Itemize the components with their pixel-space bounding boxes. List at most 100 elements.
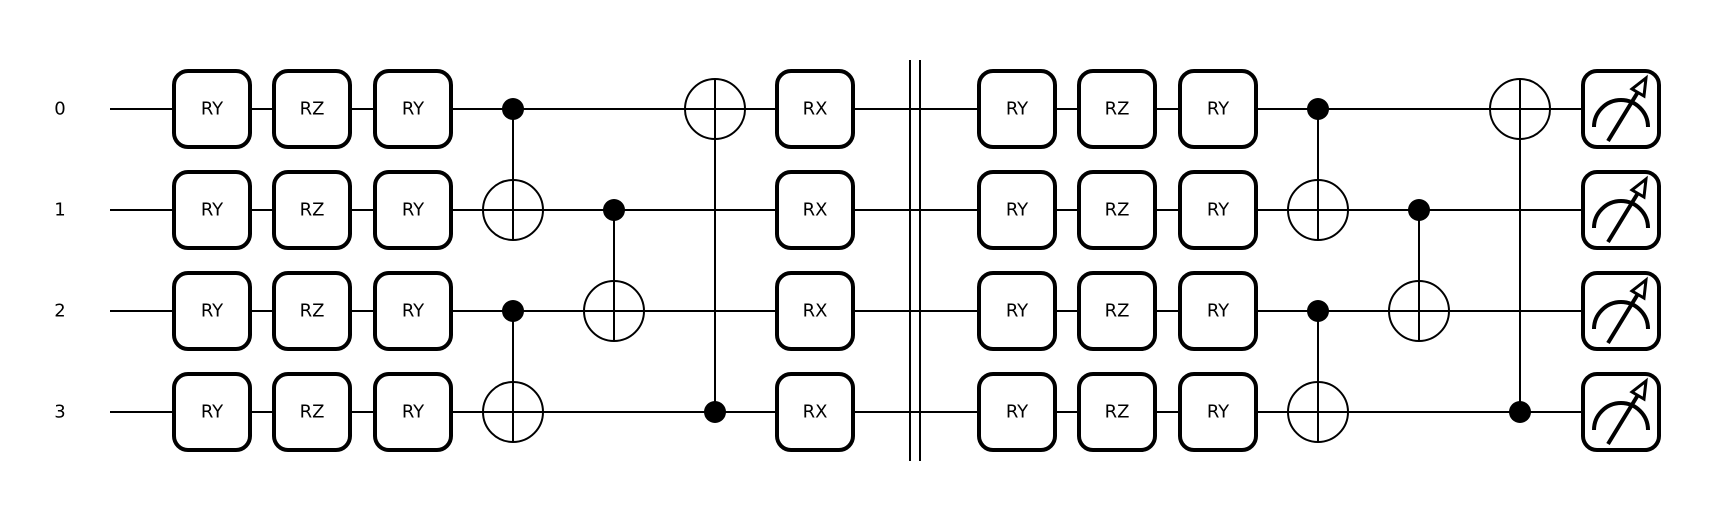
rotation-gate-rz: RZ [272, 69, 352, 149]
gate-label: RY [402, 200, 425, 221]
measure-box [1581, 170, 1661, 250]
rotation-gate-ry: RY [172, 271, 252, 351]
measurement-gate [1581, 372, 1661, 452]
gate-box [373, 69, 453, 149]
rotation-gate-rz: RZ [1077, 69, 1157, 149]
gate-label: RZ [300, 99, 325, 120]
measurement-gate [1581, 69, 1661, 149]
cnot-gate [684, 78, 746, 423]
qubit-label: 3 [54, 402, 65, 423]
gate-label: RZ [300, 301, 325, 322]
gate-box [1077, 69, 1157, 149]
gate-label: RY [1207, 99, 1230, 120]
gate-box [172, 372, 252, 452]
gate-box [1077, 170, 1157, 250]
rotation-gate-ry: RY [172, 372, 252, 452]
cnot-control-dot [502, 300, 524, 322]
gate-label: RY [1207, 200, 1230, 221]
measure-box [1581, 271, 1661, 351]
gate-label: RZ [300, 402, 325, 423]
cnot-control-dot [1408, 199, 1430, 221]
qubit-wires [110, 108, 1658, 413]
cnot-gate [1287, 98, 1349, 241]
gate-label: RX [803, 200, 828, 221]
gate-label: RY [201, 99, 224, 120]
gate-box [1178, 170, 1258, 250]
rotation-gate-rx: RX [775, 271, 855, 351]
gate-label: RZ [300, 200, 325, 221]
qubit-label: 1 [54, 200, 65, 221]
qubit-label: 0 [54, 99, 65, 120]
cnot-control-dot [1509, 401, 1531, 423]
meter-icon [1592, 199, 1650, 229]
qubit-labels: 0 1 2 3 [54, 99, 65, 423]
cnot-control-dot [704, 401, 726, 423]
gate-box [1077, 372, 1157, 452]
gate-label: RX [803, 99, 828, 120]
gate-box [775, 69, 855, 149]
meter-needle-icon [1606, 186, 1643, 244]
gate-label: RY [201, 200, 224, 221]
gate-box [373, 170, 453, 250]
rotation-gate-rx: RX [775, 69, 855, 149]
rotation-gate-ry: RY [172, 170, 252, 250]
gate-label: RY [402, 301, 425, 322]
gate-box [172, 170, 252, 250]
meter-arrowhead-icon [1629, 276, 1648, 301]
meter-icon [1592, 401, 1650, 431]
rotation-gate-rz: RZ [1077, 271, 1157, 351]
rotation-gate-ry: RY [1178, 170, 1258, 250]
cnot-control-dot [1307, 98, 1329, 120]
barrier [909, 60, 921, 461]
rotation-gate-ry: RY [1178, 69, 1258, 149]
rotation-gate-ry: RY [977, 372, 1057, 452]
gate-box [172, 69, 252, 149]
qubit-label: 2 [54, 301, 65, 322]
cnot-gate [482, 98, 544, 241]
rotation-gate-rz: RZ [1077, 372, 1157, 452]
gate-box [1178, 69, 1258, 149]
cnot-gate [482, 300, 544, 443]
gate-label: RY [1207, 402, 1230, 423]
gate-label: RY [1006, 301, 1029, 322]
gate-label: RY [402, 99, 425, 120]
gate-label: RZ [1105, 301, 1130, 322]
gate-label: RY [201, 402, 224, 423]
gate-box [1077, 271, 1157, 351]
rotation-gate-ry: RY [1178, 372, 1258, 452]
gate-label: RX [803, 301, 828, 322]
meter-icon [1592, 300, 1650, 330]
gate-box [775, 372, 855, 452]
cnot-gate [1388, 199, 1450, 342]
gate-label: RZ [1105, 200, 1130, 221]
cnot-control-dot [502, 98, 524, 120]
meter-needle-icon [1606, 287, 1643, 345]
cnot-control-dot [1307, 300, 1329, 322]
meter-arrowhead-icon [1629, 377, 1648, 402]
cnot-gate [1287, 300, 1349, 443]
rotation-gate-rx: RX [775, 372, 855, 452]
rotation-gate-ry: RY [373, 170, 453, 250]
rotation-gate-rx: RX [775, 170, 855, 250]
rotation-gate-ry: RY [172, 69, 252, 149]
gate-label: RX [803, 402, 828, 423]
gate-label: RY [1006, 402, 1029, 423]
gate-box [977, 170, 1057, 250]
rotation-gate-ry: RY [1178, 271, 1258, 351]
meter-icon [1592, 98, 1650, 128]
gate-box [373, 372, 453, 452]
rotation-gate-rz: RZ [272, 170, 352, 250]
gate-box [272, 69, 352, 149]
rotation-gate-ry: RY [977, 271, 1057, 351]
gate-label: RY [402, 402, 425, 423]
measure-box [1581, 372, 1661, 452]
cnot-gate [583, 199, 645, 342]
gate-box [977, 69, 1057, 149]
gate-label: RY [1207, 301, 1230, 322]
circuit-operations: RY RY RY RY RZ RZ RZ RZ RY RY RY RY RX RX RX RX RY RY RY RY… [172, 60, 1661, 461]
gate-box [272, 271, 352, 351]
meter-needle-icon [1606, 388, 1643, 446]
meter-arrowhead-icon [1629, 74, 1648, 99]
gate-label: RY [1006, 200, 1029, 221]
